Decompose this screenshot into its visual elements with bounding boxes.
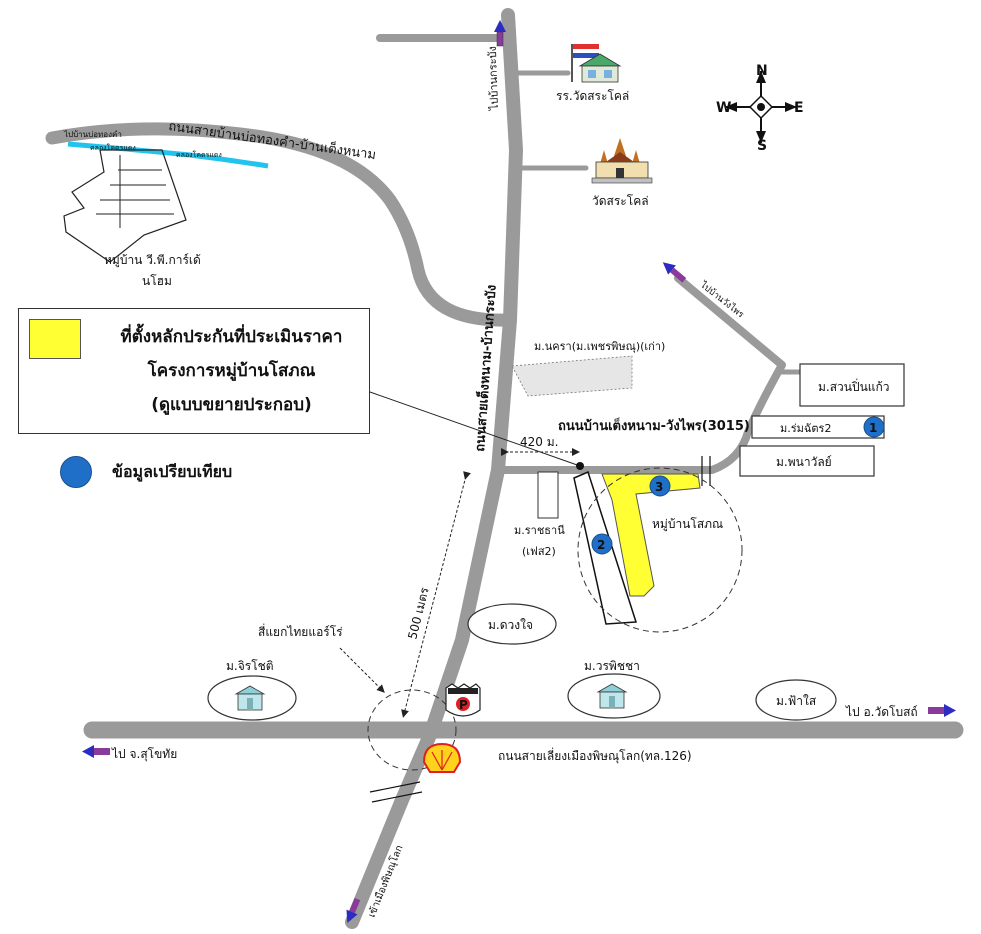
worapich-label: ม.วรพิชชา	[584, 659, 640, 673]
duangjai-oval	[467, 603, 557, 645]
svg-text:1: 1	[869, 421, 877, 435]
comparable-legend-label: ข้อมูลเปรียบเทียบ	[112, 462, 233, 481]
canal-name-1: คลองโคตรแดง	[90, 143, 136, 152]
cross-road-label: ถนนบ้านเต็งหนาม-วังไพร(3015)	[558, 416, 750, 434]
school-icon	[571, 44, 622, 83]
legend-line-2: โครงการหมู่บ้านโสภณ	[147, 361, 316, 381]
subject-point	[576, 462, 584, 470]
nakhon-label: ม.นครา(ม.เพชรพิษณุ)(เก่า)	[534, 340, 665, 353]
house-icon	[234, 685, 266, 711]
romchat-label: ม.ร่มฉัตร2	[780, 422, 831, 435]
intersection-pointer	[339, 647, 385, 693]
ratcha-label-1: ม.ราชธานี	[514, 524, 565, 537]
compass-south: S	[757, 138, 767, 154]
phana-label: ม.พนาวัลย์	[776, 455, 832, 469]
phana-box	[739, 445, 875, 477]
to-east-label: ไป อ.วัดโบสถ์	[845, 705, 918, 719]
up-arrow-icon	[494, 20, 506, 47]
suanpin-label: ม.สวนปิ่นแก้ว	[818, 378, 890, 394]
west-arrow-icon	[82, 745, 110, 758]
study-area-circle	[577, 467, 743, 633]
intersection-circle	[367, 689, 457, 771]
ratcha-label-2: (เฟส2)	[522, 545, 556, 558]
break-mark-south	[369, 781, 423, 803]
village-vp-label-2: นโฮม	[142, 274, 172, 288]
village-vp-outline	[63, 149, 187, 263]
subject-site	[601, 473, 701, 597]
subject-swatch	[29, 319, 81, 359]
sophon-label: หมู่บ้านโสภณ	[652, 517, 723, 532]
top-branch-label: ไปบ้านกระบัง	[486, 46, 501, 111]
ratcha-plot	[537, 471, 559, 519]
compass-west: W	[716, 100, 731, 116]
comparable-marker-2: 2	[591, 533, 613, 555]
shell-station-icon	[422, 742, 462, 773]
canal-water	[67, 141, 269, 169]
distance-420-label: 420 ม.	[520, 435, 558, 449]
village-vp-streets	[96, 155, 174, 228]
intersection-label: สี่แยกไทยแอร์โร่	[258, 623, 343, 639]
east-arrow-icon	[928, 704, 956, 717]
legend-leader-line	[369, 391, 581, 467]
main-horizontal-label: ถนนสายเลี่ยงเมืองพิษณุโลก(ทล.126)	[498, 747, 692, 764]
fasai-oval	[755, 679, 837, 721]
compass-north: N	[756, 63, 768, 79]
northwest-road	[45, 122, 515, 327]
compass-east: E	[794, 100, 804, 116]
distance-500-line	[401, 471, 471, 718]
temple-icon	[591, 138, 653, 184]
nakhon-block	[511, 355, 633, 397]
svg-text:P: P	[459, 698, 468, 712]
village-vp-label-1: หมู่บ้าน วี.พี.การ์เด้	[104, 253, 201, 268]
to-west-label: ไป จ.สุโขทัย	[111, 747, 177, 762]
svg-text:3: 3	[655, 480, 663, 494]
fasai-label: ม.ฟ้าใส	[776, 694, 817, 708]
distance-500-label: 500 เมตร	[405, 585, 432, 640]
legend-box: ที่ตั้งหลักประกันที่ประเมินราคา โครงการห…	[18, 308, 370, 434]
school-label: รร.วัดสระโคล่	[556, 89, 629, 103]
house-icon	[596, 683, 628, 709]
compass-icon	[725, 71, 797, 143]
duangjai-label: ม.ดวงใจ	[488, 618, 533, 632]
legend-line-3: (ดูแบบขยายประกอบ)	[151, 395, 312, 415]
comparable-swatch	[60, 456, 92, 488]
south-arrow-icon	[346, 897, 361, 924]
road-network	[45, 8, 964, 929]
canal	[67, 141, 269, 169]
comparable-marker-3: 3	[649, 475, 671, 497]
break-mark-cross	[701, 456, 711, 486]
main-vertical-road	[345, 8, 523, 929]
cross-road	[494, 274, 786, 474]
comparable-marker-1: 1	[863, 416, 885, 438]
canal-name-2: คลองโคตรแดง	[176, 150, 222, 159]
jirachot-label: ม.จิรโชติ	[226, 659, 274, 673]
canal-road-label: ไปบ้านบ่อทองคำ	[63, 130, 122, 139]
legend-line-1: ที่ตั้งหลักประกันที่ประเมินราคา	[120, 327, 343, 347]
temple-label: วัดสระโคล่	[592, 194, 649, 208]
parking-sign-icon: P	[445, 683, 481, 717]
svg-text:2: 2	[597, 538, 605, 552]
suanpin-box	[799, 363, 905, 407]
northeast-arrow-icon	[662, 262, 687, 283]
